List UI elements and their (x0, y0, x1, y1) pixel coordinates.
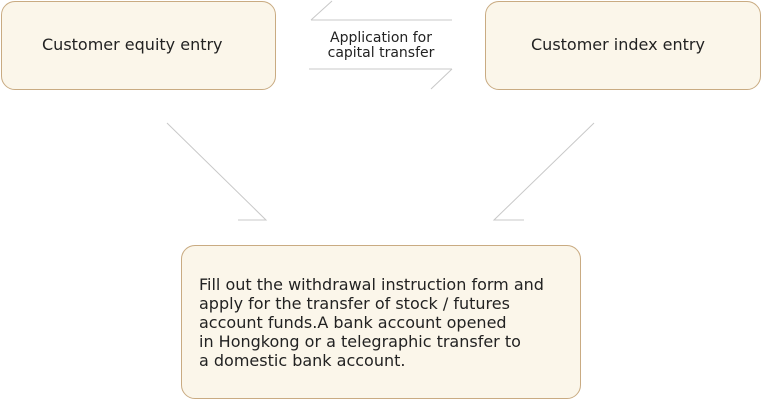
withdrawal-text-line: a domestic bank account. (199, 351, 406, 370)
capital-transfer-label-line: capital transfer (327, 45, 435, 61)
transfer-arrow-right (309, 68, 453, 90)
withdrawal-text-line: apply for the transfer of stock / future… (199, 294, 510, 313)
capital-transfer-label: Application for capital transfer (308, 31, 454, 61)
transfer-arrow-left (310, 0, 452, 21)
withdrawal-text-line: Fill out the withdrawal instruction form… (199, 275, 544, 294)
withdrawal-text-line: account funds.A bank account opened (199, 313, 507, 332)
arrow-index-to-withdrawal (492, 122, 595, 221)
capital-transfer-label-line: Application for (330, 30, 432, 46)
customer-index-entry-node: Customer index entry (485, 1, 761, 90)
customer-equity-entry-node: Customer equity entry (1, 1, 276, 90)
customer-index-entry-label: Customer index entry (531, 35, 705, 54)
withdrawal-instruction-node: Fill out the withdrawal instruction form… (181, 245, 581, 399)
customer-equity-entry-label: Customer equity entry (42, 35, 223, 54)
arrow-equity-to-withdrawal (166, 122, 268, 221)
withdrawal-instruction-text: Fill out the withdrawal instruction form… (199, 275, 544, 370)
withdrawal-text-line: in Hongkong or a telegraphic transfer to (199, 332, 521, 351)
